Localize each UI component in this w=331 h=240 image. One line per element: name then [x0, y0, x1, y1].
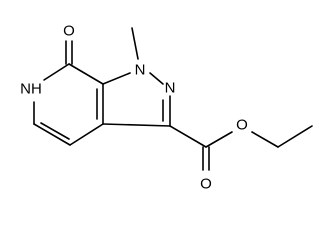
bond-osingle-ch2 — [251, 131, 279, 148]
bond-n1-n2 — [149, 72, 164, 85]
atom-n-methyl: N — [135, 62, 146, 79]
bond-c4-c3a — [69, 123, 104, 146]
atom-n-ring: N — [165, 80, 176, 97]
bond-cester-osingle — [205, 131, 233, 148]
bond-c7-nh — [43, 63, 70, 81]
bond-c3-c3a — [102, 123, 171, 127]
bond-n1-methyl — [131, 27, 139, 60]
bond-c5-c4 — [33, 123, 71, 146]
bond-c5-c4-inner — [40, 122, 70, 140]
atom-ester-oxygen-single: O — [236, 117, 248, 134]
atom-nh: NH — [20, 81, 42, 98]
bond-c7-c7a — [68, 63, 104, 85]
bond-c3-cester — [169, 125, 207, 148]
atom-ester-oxygen-double: O — [200, 176, 212, 193]
bond-c7a-n1 — [102, 72, 131, 85]
chemical-structure: O N N NH O O — [20, 23, 313, 193]
structure-canvas: O N N NH O O — [20, 22, 313, 193]
atom-carbonyl-oxygen: O — [63, 23, 75, 40]
bond-ch2-ch3 — [277, 125, 313, 148]
